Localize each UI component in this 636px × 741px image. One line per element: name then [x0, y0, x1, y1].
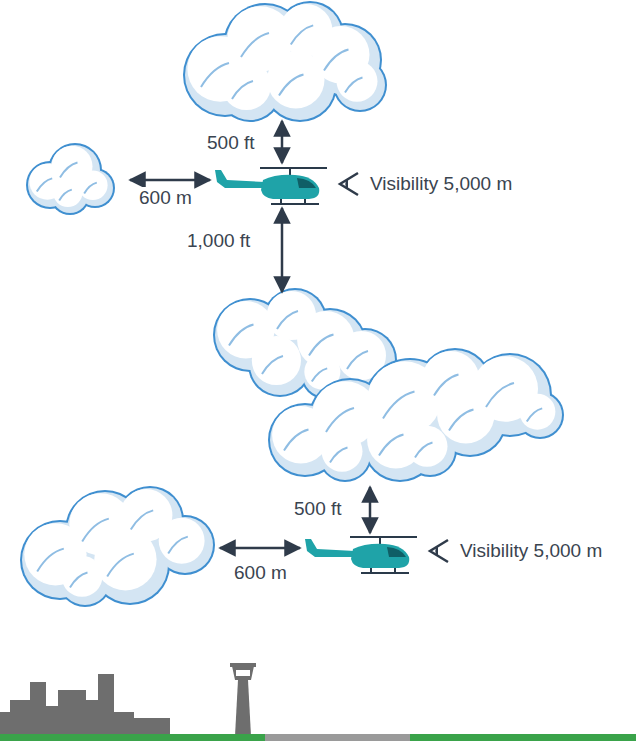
- helicopter: [215, 168, 327, 204]
- cloud-fill: [62, 556, 103, 597]
- distance-arrow: [130, 179, 210, 182]
- cloud-line: [70, 573, 88, 588]
- cloud-line: [84, 183, 97, 194]
- cloud: [20, 486, 215, 607]
- distance-label: 600 m: [232, 562, 289, 584]
- rotor: [350, 536, 417, 538]
- distance-arrows: [130, 121, 370, 548]
- cloud-line: [449, 410, 474, 431]
- cloud-line: [279, 75, 304, 96]
- cloud-fill: [322, 431, 363, 472]
- eye-icons: [340, 173, 448, 562]
- visibility-label: Visibility 5,000 m: [368, 173, 514, 195]
- distance-arrow: [369, 487, 372, 533]
- cloud-line: [326, 408, 354, 432]
- distance-arrow: [220, 547, 300, 550]
- ground: [0, 734, 636, 741]
- cloud-fill: [78, 171, 108, 201]
- cloud: [183, 1, 387, 122]
- eye-icon: [340, 173, 358, 195]
- cloud-fill: [222, 61, 271, 110]
- window: [297, 178, 316, 188]
- eye-lid: [430, 540, 448, 562]
- cloud-line: [229, 325, 254, 346]
- mast: [289, 168, 291, 176]
- cloud-line: [330, 448, 348, 463]
- control-tower: [230, 663, 256, 736]
- cloud-line: [324, 50, 349, 71]
- cloud-line: [347, 351, 368, 369]
- cloud-line: [345, 78, 363, 93]
- cloud: [26, 143, 115, 215]
- cloud-line: [201, 63, 229, 87]
- tail: [215, 170, 265, 188]
- cloud-line: [60, 163, 78, 178]
- cloud-line: [379, 435, 404, 456]
- cloud-fill: [53, 178, 83, 208]
- rotor: [260, 167, 327, 169]
- cloud-line: [415, 443, 433, 458]
- cloud-line: [241, 33, 269, 57]
- cloud-fill: [407, 426, 448, 467]
- distance-arrow: [281, 121, 284, 163]
- cloud-line: [262, 356, 283, 374]
- visibility-label: Visibility 5,000 m: [458, 540, 604, 562]
- cloud-line: [277, 311, 298, 329]
- cloud-line: [434, 375, 459, 396]
- body: [351, 544, 409, 568]
- distance-label: 1,000 ft: [185, 230, 252, 252]
- cloud-fill: [437, 386, 494, 443]
- distance-label: 500 ft: [292, 498, 344, 520]
- distance-label: 600 m: [137, 187, 194, 209]
- eye-icon: [430, 540, 448, 562]
- cloud-line: [309, 335, 334, 356]
- cloud-fill: [267, 51, 324, 108]
- cloud-line: [37, 549, 64, 572]
- cloud-fill: [159, 518, 205, 564]
- window: [387, 547, 406, 557]
- helicopter: [305, 537, 417, 573]
- eye-pupil: [345, 179, 348, 189]
- cloud-line: [383, 392, 415, 419]
- distance-arrow: [281, 208, 284, 292]
- cloud-line: [232, 81, 253, 99]
- eye-pupil: [435, 546, 438, 556]
- cloud-shade: [518, 393, 562, 437]
- cloud-line: [131, 510, 153, 529]
- cloud-line: [59, 190, 72, 201]
- cloud-fill: [337, 61, 378, 102]
- eye-lid: [340, 173, 358, 195]
- tail: [305, 539, 355, 557]
- cloud-shade: [335, 60, 385, 110]
- skid: [361, 572, 409, 574]
- helicopters: [215, 168, 417, 573]
- city-skyline: [0, 674, 170, 736]
- cloud-line: [486, 383, 514, 407]
- cloud-line: [284, 430, 309, 451]
- clouds: [20, 1, 564, 607]
- cloud-line: [107, 554, 134, 577]
- body: [261, 175, 319, 199]
- cloud-fill: [252, 336, 301, 385]
- cloud-line: [82, 519, 109, 542]
- cloud-line: [312, 368, 327, 381]
- cloud-line: [291, 25, 313, 44]
- distance-label: 500 ft: [205, 132, 257, 154]
- cloud: [268, 348, 564, 482]
- skid: [271, 203, 319, 205]
- cloud-line: [37, 178, 52, 191]
- cloud-line: [168, 537, 188, 554]
- cloud-line: [527, 408, 542, 421]
- mast: [379, 537, 381, 545]
- runway: [265, 734, 410, 741]
- cloud-fill: [94, 528, 156, 590]
- cloud-fill: [519, 394, 555, 430]
